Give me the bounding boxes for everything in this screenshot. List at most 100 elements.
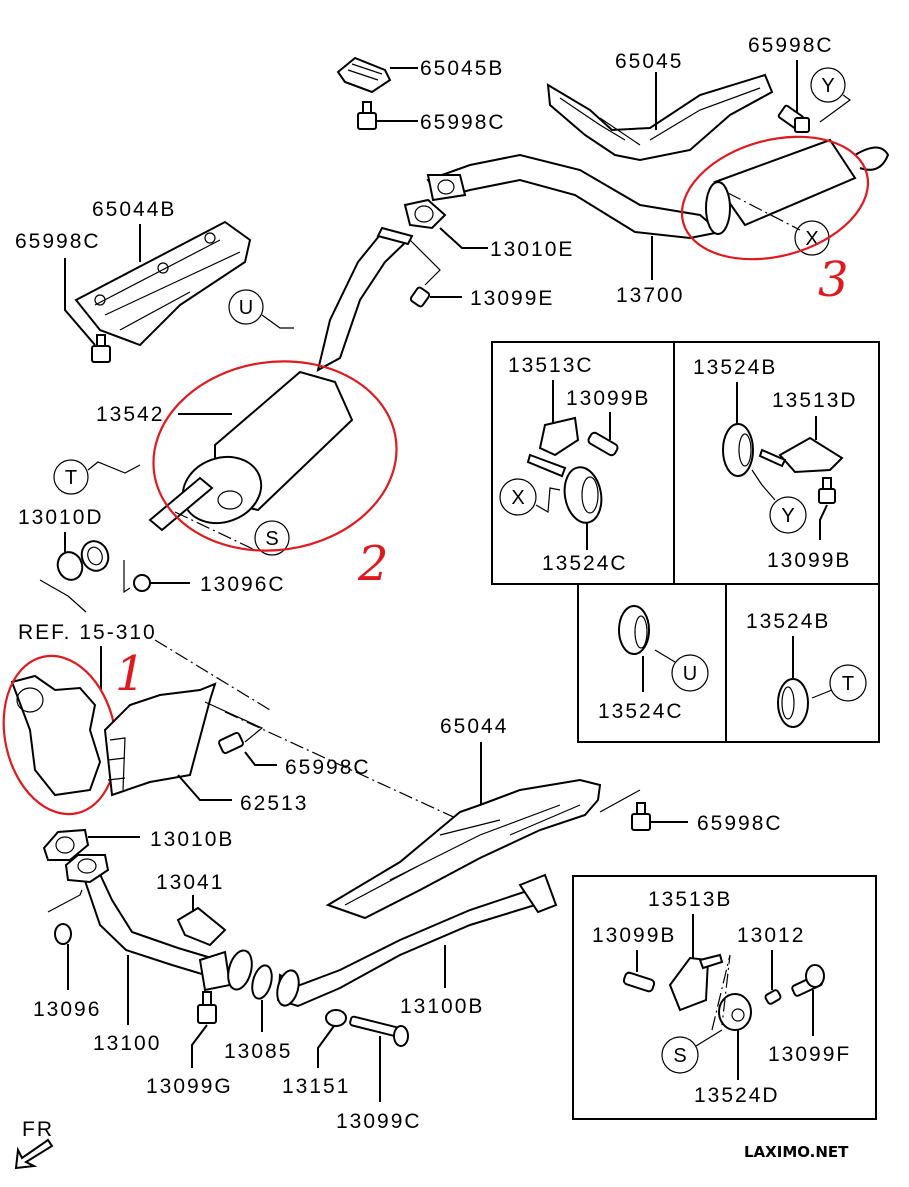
label-X-13513C[interactable]: 13513C	[508, 354, 594, 377]
bolt-13099F[interactable]	[791, 964, 825, 997]
bracket-13513D[interactable]	[758, 436, 844, 474]
callout-U-pipe[interactable]: U	[228, 289, 264, 325]
label-65998C-mid[interactable]: 65998C	[285, 756, 371, 779]
bolt-13099E[interactable]	[409, 286, 431, 308]
bolt-65998C-left[interactable]	[91, 334, 111, 363]
exhaust-manifold[interactable]	[10, 674, 102, 797]
center-muffler-13542[interactable]	[148, 370, 354, 534]
label-65044[interactable]: 65044	[440, 715, 508, 738]
callout-U-box[interactable]: U	[671, 654, 709, 692]
svg-text:T: T	[65, 467, 77, 489]
hanger-rubber-X-13524C[interactable]	[560, 464, 605, 525]
label-13010B[interactable]: 13010B	[150, 828, 234, 851]
bolt-13099G[interactable]	[197, 991, 217, 1024]
callout-T-box[interactable]: T	[829, 664, 867, 702]
handwritten-3: 3	[818, 252, 849, 308]
label-Y-13513D[interactable]: 13513D	[772, 389, 858, 412]
label-Y-13099B[interactable]: 13099B	[767, 549, 851, 572]
label-T-13524B[interactable]: 13524B	[746, 610, 830, 633]
svg-text:S: S	[673, 1045, 686, 1067]
bolt-65998C-lower[interactable]	[631, 802, 651, 831]
callout-S-box[interactable]: S	[661, 1036, 699, 1074]
label-ref-15-310: REF. 15-310	[18, 621, 157, 644]
spring-13151[interactable]	[325, 1009, 347, 1027]
label-S-13099B[interactable]: 13099B	[592, 924, 676, 947]
label-S-13524D[interactable]: 13524D	[694, 1084, 780, 1107]
label-13041[interactable]: 13041	[156, 871, 224, 894]
label-13099E[interactable]: 13099E	[470, 287, 554, 310]
label-13542[interactable]: 13542	[96, 403, 164, 426]
heat-shield-65044[interactable]	[325, 778, 602, 920]
label-13096[interactable]: 13096	[33, 998, 101, 1021]
gasket-13010D[interactable]	[54, 537, 112, 583]
label-13096C[interactable]: 13096C	[200, 573, 286, 596]
label-13700[interactable]: 13700	[616, 284, 684, 307]
heat-shield-65045[interactable]	[546, 73, 774, 162]
label-65044B[interactable]: 65044B	[92, 198, 176, 221]
bolt-65998C-right[interactable]	[777, 104, 810, 133]
label-65998C-left[interactable]: 65998C	[15, 230, 101, 253]
label-13099C[interactable]: 13099C	[336, 1110, 422, 1133]
callout-T-muffler[interactable]: T	[53, 459, 89, 495]
bracket-13513C[interactable]	[526, 416, 580, 478]
label-13100[interactable]: 13100	[93, 1032, 161, 1055]
leader-13096C-bracket	[123, 560, 131, 594]
nut-13096[interactable]	[54, 923, 72, 945]
label-62513[interactable]: 62513	[240, 792, 308, 815]
label-65998C-right[interactable]: 65998C	[748, 34, 834, 57]
callout-S-muffler[interactable]: S	[254, 520, 290, 556]
label-65998C-lower[interactable]: 65998C	[697, 812, 783, 835]
gasket-13010B[interactable]	[42, 828, 90, 861]
gasket-13085[interactable]	[249, 963, 275, 1001]
rear-muffler[interactable]	[705, 138, 890, 235]
front-pipe-13100[interactable]	[64, 854, 256, 992]
label-S-13099F[interactable]: 13099F	[768, 1043, 851, 1066]
heat-shield-65044B[interactable]	[74, 220, 252, 347]
bracket-13513B[interactable]	[668, 953, 724, 1012]
label-65045[interactable]: 65045	[615, 50, 683, 73]
hanger-rubber-Y-13524B[interactable]	[722, 423, 754, 477]
center-pipe-13100B[interactable]	[274, 873, 558, 1008]
tailpipe-13700[interactable]	[426, 153, 723, 240]
label-13010E[interactable]: 13010E	[490, 238, 574, 261]
hanger-rubber-T-13524B[interactable]	[777, 678, 809, 728]
label-13100B[interactable]: 13100B	[400, 995, 484, 1018]
leader-Y-box	[751, 469, 776, 501]
detail-box-S	[572, 875, 877, 1120]
pin-13012[interactable]	[764, 989, 782, 1005]
bolt-S-13099B[interactable]	[622, 971, 656, 993]
label-X-13099B[interactable]: 13099B	[566, 387, 650, 410]
leader-Y-13099B	[819, 504, 828, 540]
nut-13096C[interactable]	[133, 574, 151, 592]
label-U-13524C[interactable]: 13524C	[598, 700, 684, 723]
gasket-13010E[interactable]	[403, 198, 447, 230]
bolt-X-13099B[interactable]	[587, 431, 619, 457]
label-S-13012[interactable]: 13012	[737, 924, 805, 947]
label-13151[interactable]: 13151	[282, 1075, 350, 1098]
hanger-rubber-S-13524D[interactable]	[718, 993, 752, 1031]
svg-text:X: X	[511, 487, 524, 509]
label-65998C-top[interactable]: 65998C	[420, 111, 506, 134]
label-65045B[interactable]: 65045B	[420, 57, 504, 80]
callout-X-box[interactable]: X	[499, 478, 537, 516]
intermediate-pipe[interactable]	[316, 226, 414, 372]
label-S-13513B[interactable]: 13513B	[648, 888, 732, 911]
label-X-13524C[interactable]: 13524C	[542, 552, 628, 575]
bolt-65998C-top[interactable]	[357, 101, 377, 130]
hanger-rubber-U-13524C[interactable]	[618, 605, 650, 655]
bolt-Y-13099B[interactable]	[818, 477, 836, 504]
bolt-13099C[interactable]	[349, 1015, 409, 1047]
bracket-13041[interactable]	[176, 906, 227, 947]
bracket-62513[interactable]	[103, 682, 217, 797]
callout-Y-box[interactable]: Y	[769, 496, 807, 534]
leader-ref-bracket	[39, 579, 87, 613]
label-Y-13524B[interactable]: 13524B	[693, 356, 777, 379]
callout-Y-top[interactable]: Y	[810, 67, 846, 103]
label-13010D[interactable]: 13010D	[18, 506, 104, 529]
label-13085[interactable]: 13085	[224, 1040, 292, 1063]
part-65045B-clip[interactable]	[336, 56, 392, 94]
bolt-65998C-mid[interactable]	[218, 731, 244, 755]
label-13099G[interactable]: 13099G	[146, 1075, 233, 1098]
